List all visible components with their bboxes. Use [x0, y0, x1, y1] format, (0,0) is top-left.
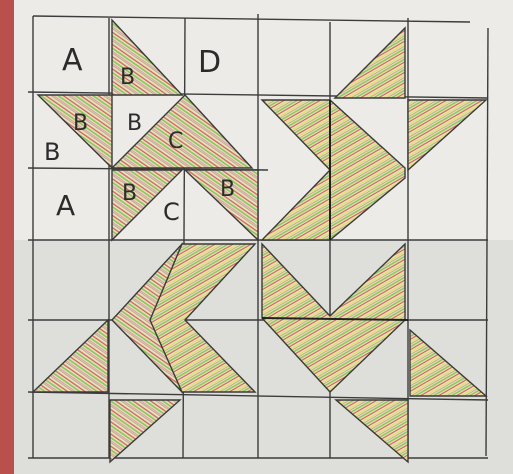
- label-b-row2-b: B: [127, 111, 142, 136]
- binder-edge: [0, 0, 16, 474]
- label-b-row2-a: B: [73, 111, 88, 136]
- label-d: D: [198, 45, 221, 80]
- label-b-row3-b: B: [220, 177, 235, 202]
- label-b-row3-a: B: [122, 181, 137, 206]
- label-b-top: B: [120, 65, 135, 90]
- label-c-center: C: [168, 129, 183, 154]
- label-a-mid: A: [56, 189, 75, 222]
- label-a-top: A: [62, 43, 83, 78]
- label-b-row2-left: B: [44, 138, 60, 166]
- label-c-lower: C: [163, 198, 180, 226]
